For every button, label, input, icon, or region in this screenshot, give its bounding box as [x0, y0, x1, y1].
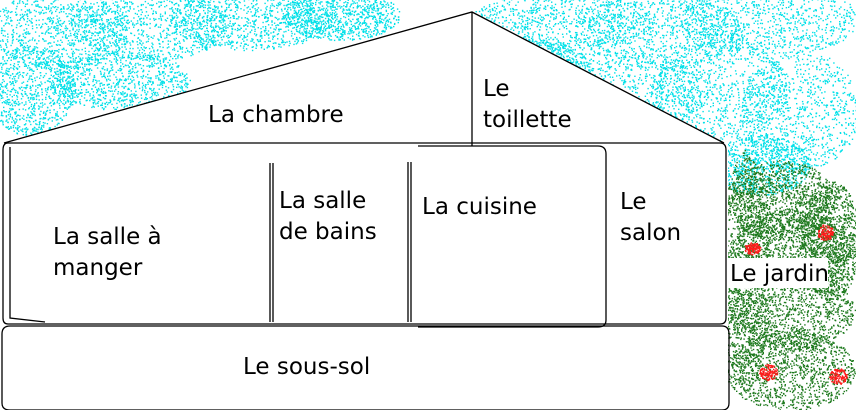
kitchen-outline	[418, 145, 607, 328]
room-label-bedroom: La chambre	[208, 100, 344, 131]
room-label-basement: Le sous-sol	[243, 352, 370, 383]
room-label-living-room: Le salon	[620, 187, 681, 249]
roof-fill	[4, 12, 724, 143]
room-label-dining-room: La salle à manger	[53, 222, 162, 284]
room-label-toilet: Le toillette	[483, 74, 572, 136]
garden-label-background	[728, 258, 828, 288]
basement-outline	[1, 325, 730, 410]
flowers	[744, 224, 848, 385]
house-body-fill	[2, 142, 728, 410]
ground-floor-outline	[2, 142, 727, 325]
dining-room-inner-outline	[9, 147, 46, 323]
room-label-garden: Le jardin	[730, 259, 829, 290]
room-label-kitchen: La cuisine	[422, 192, 537, 223]
room-label-bathroom: La salle de bains	[279, 186, 377, 248]
